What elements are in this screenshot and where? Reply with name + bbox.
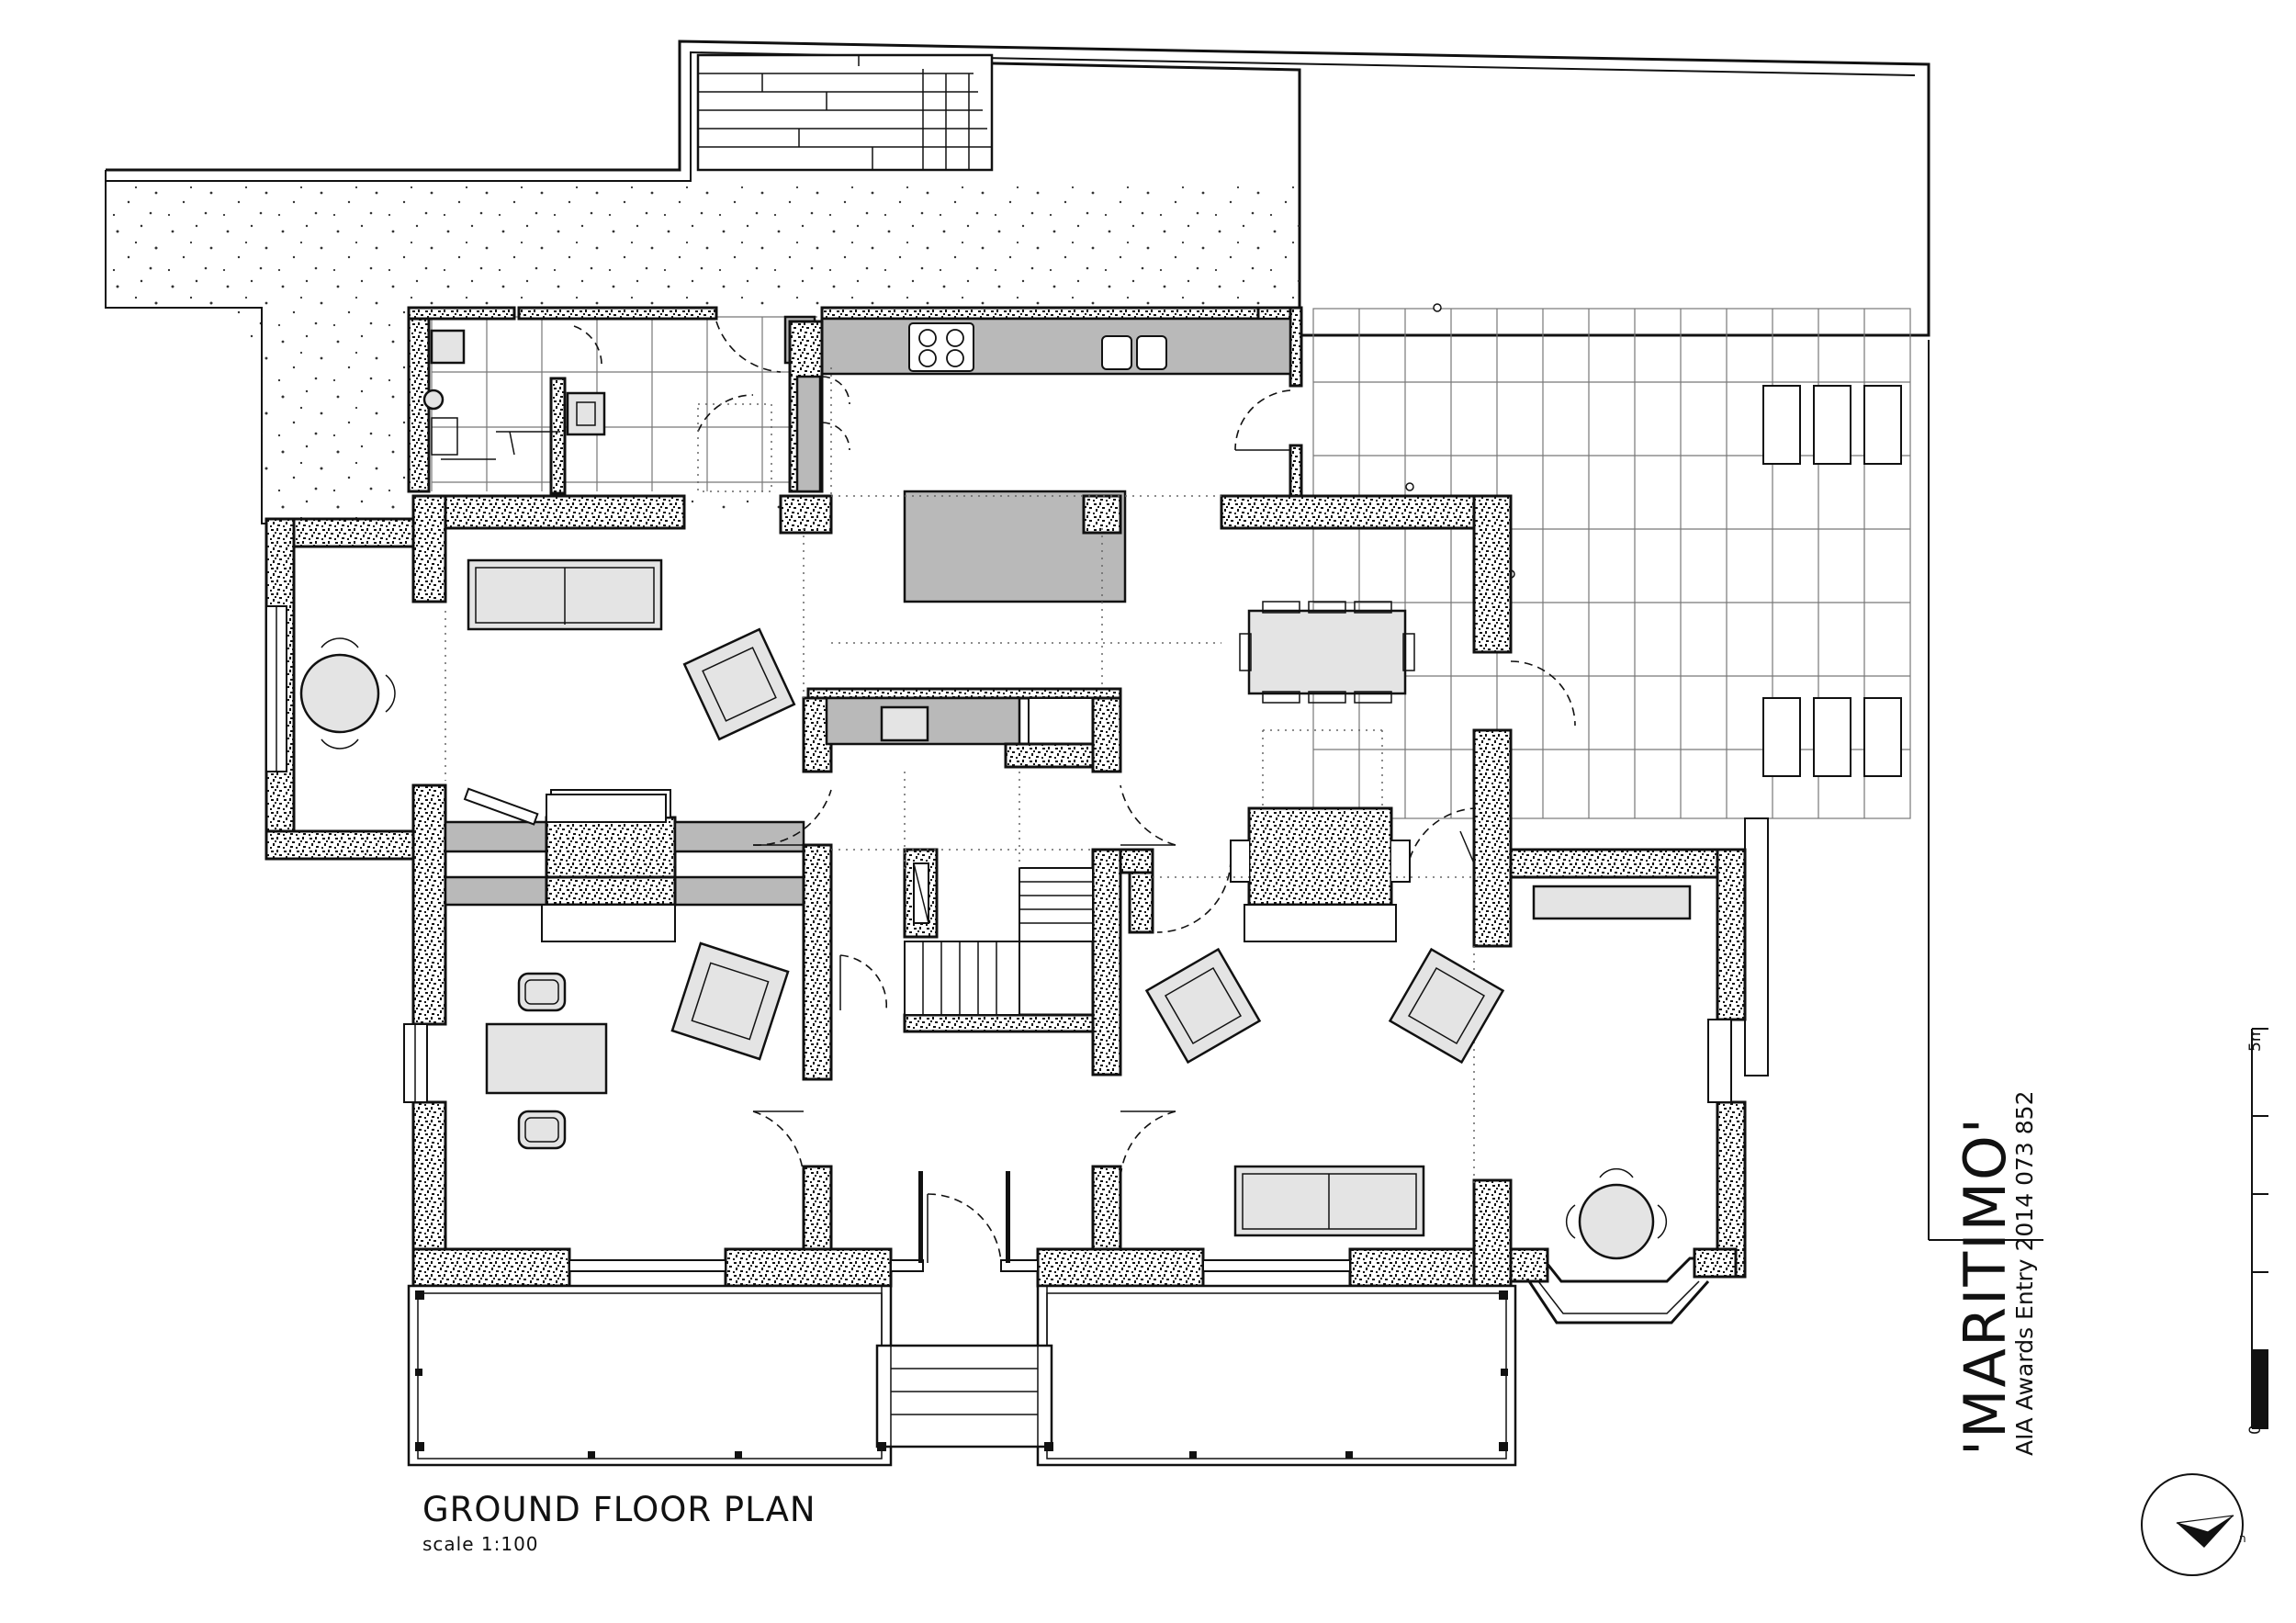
project-title-block: 'MARITIMO' AIA Awards Entry 2014 073 852: [1952, 1033, 2048, 1456]
bay-right-furniture: [1532, 885, 1692, 1260]
exterior-walls: [264, 494, 1747, 1324]
drawing-title-block: GROUND FLOOR PLAN scale 1:100: [422, 1490, 816, 1555]
north-label: n: [2239, 1532, 2246, 1545]
scale-start-label: 0: [2246, 1425, 2265, 1435]
staircase: [904, 867, 1094, 1016]
bay-left-table: [299, 637, 396, 750]
living-right-furniture: [1144, 947, 1505, 1237]
terrace-steps: [696, 53, 994, 172]
door-swings: [752, 660, 1576, 1264]
plan-title: GROUND FLOOR PLAN: [422, 1490, 816, 1529]
project-entry: AIA Awards Entry 2014 073 852: [2011, 1090, 2038, 1456]
project-name: 'MARITIMO': [1952, 1116, 2019, 1456]
scale-end-label: 5m: [2246, 1026, 2265, 1052]
laundry-bathroom: [407, 306, 824, 495]
kitchen: [788, 306, 1303, 603]
living-left-furniture: [463, 558, 796, 826]
paved-courtyard: [1312, 303, 1911, 1076]
interior-walls: [444, 687, 1411, 1263]
overhead-lines: [445, 495, 1479, 1185]
study-furniture: [485, 941, 790, 1150]
plan-scale: scale 1:100: [422, 1533, 539, 1555]
scale-bar: [2251, 1028, 2268, 1429]
dining-furniture: [1239, 601, 1415, 704]
north-arrow: [2141, 1473, 2244, 1576]
front-verandah: [407, 1284, 1517, 1467]
